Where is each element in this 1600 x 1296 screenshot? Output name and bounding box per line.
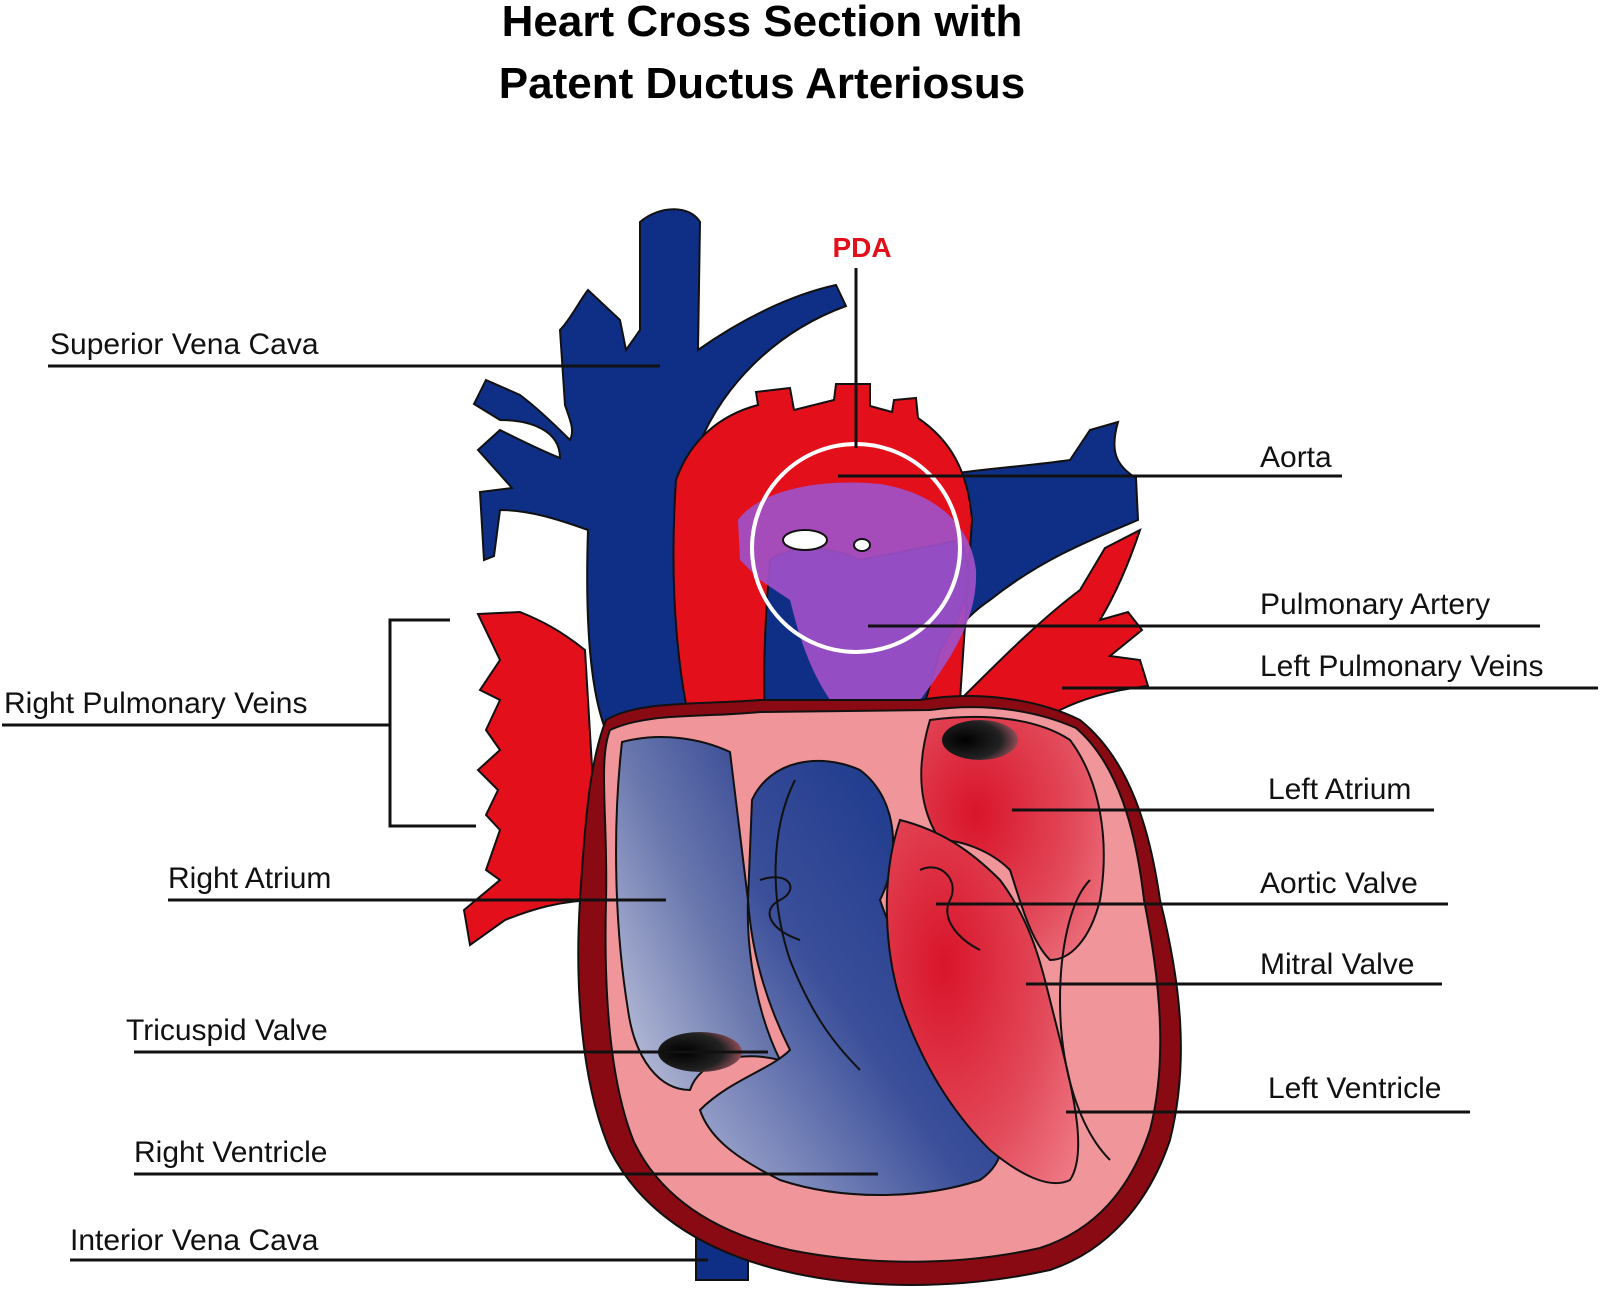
label-tricuspid-valve: Tricuspid Valve xyxy=(126,1014,328,1047)
label-aortic-valve: Aortic Valve xyxy=(1260,867,1418,900)
label-mitral-valve: Mitral Valve xyxy=(1260,948,1414,981)
label-right-ventricle: Right Ventricle xyxy=(134,1136,327,1169)
label-right-pulmonary-veins: Right Pulmonary Veins xyxy=(4,687,308,720)
pda-opening-1 xyxy=(783,530,827,550)
label-right-atrium: Right Atrium xyxy=(168,862,331,895)
label-aorta: Aorta xyxy=(1260,441,1332,474)
heart-illustration xyxy=(464,209,1181,1285)
label-pulmonary-artery: Pulmonary Artery xyxy=(1260,588,1490,621)
diagram-title-line-1: Heart Cross Section with xyxy=(502,0,1023,46)
label-left-atrium: Left Atrium xyxy=(1268,773,1411,806)
pda-opening-2 xyxy=(854,539,870,551)
pulmonary-vein-orifice xyxy=(942,720,1018,760)
diagram-title-line-2: Patent Ductus Arteriosus xyxy=(499,59,1025,108)
pda-label: PDA xyxy=(832,232,891,263)
label-left-ventricle: Left Ventricle xyxy=(1268,1072,1441,1105)
label-superior-vena-cava: Superior Vena Cava xyxy=(50,328,319,361)
bracket-right-pulmonary-veins xyxy=(390,620,476,826)
label-interior-vena-cava: Interior Vena Cava xyxy=(70,1224,319,1257)
label-left-pulmonary-veins: Left Pulmonary Veins xyxy=(1260,650,1544,683)
